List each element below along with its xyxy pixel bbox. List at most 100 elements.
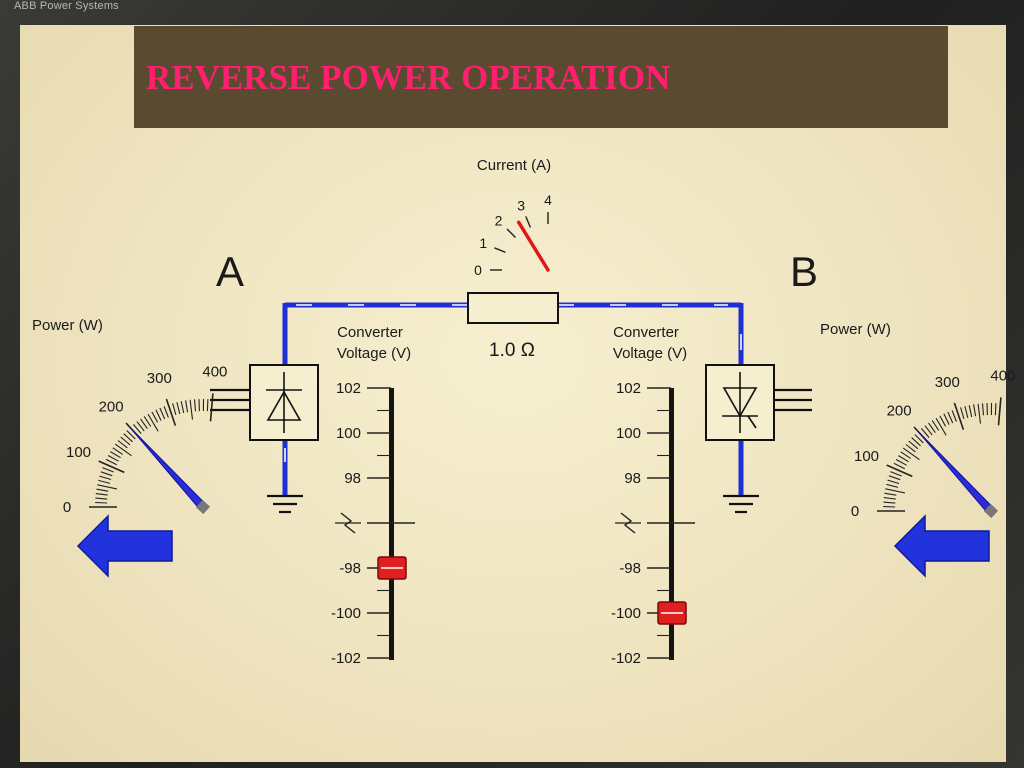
converter-b: [705, 364, 812, 441]
power-meter-a-tick: [102, 467, 114, 473]
power-meter-a-tick: [123, 433, 133, 443]
ground-a-icon: [267, 494, 303, 514]
inverter-icon: [722, 372, 758, 433]
power-meter-a-tick: [126, 430, 136, 440]
power-flow-arrow-a-icon: [76, 514, 173, 578]
power-meter-a-tick: [95, 501, 108, 504]
power-meter-b-tick: [939, 415, 947, 427]
power-meter-b-tick: [973, 404, 977, 417]
power-meter-b-tick: [886, 464, 913, 478]
power-meter-b-tick: [964, 406, 969, 419]
voltage-b-rail: [669, 388, 674, 660]
power-meter-a-tick: [120, 436, 131, 446]
voltage-a-tick-label: -100: [331, 605, 361, 622]
power-meter-a-needle: [129, 427, 207, 511]
power-meter-b-tick: [905, 444, 916, 453]
current-meter-tick-label: 4: [544, 192, 552, 208]
power-meter-b-tick: [977, 403, 982, 424]
power-meter-a-tick: [117, 440, 128, 449]
current-meter-tick: [494, 247, 506, 254]
rectifier-icon: [266, 372, 302, 433]
power-meter-b-tick: [886, 483, 899, 488]
power-meter-b-tick: [928, 422, 936, 434]
power-meter-b-tick: [883, 505, 896, 508]
station-b-label: B: [790, 248, 818, 295]
power-meter-b-tick: [884, 492, 897, 496]
current-meter-tick: [506, 228, 516, 238]
power-meter-b-tick: [943, 413, 950, 425]
power-meter-a-tick: [100, 471, 113, 477]
power-meter-a-tick: [189, 399, 194, 420]
power-meter-b-tick: [994, 403, 997, 416]
power-meter-a-tick: [151, 411, 159, 423]
voltage-scale-b: Converter Voltage (V) 10210098-98-100-10…: [611, 324, 695, 667]
power-meter-b-tick: [947, 411, 954, 424]
power-flow-arrow-b-icon: [893, 514, 990, 578]
voltage-a-tick-label: 98: [344, 470, 361, 487]
voltage-a-tick-label: 102: [336, 380, 361, 397]
slide-title: REVERSE POWER OPERATION: [146, 58, 671, 97]
power-meter-a-tick-label: 100: [66, 444, 91, 461]
power-meter-a-tick: [132, 424, 142, 434]
power-meter-a-tick: [136, 421, 145, 432]
voltage-a-rail: [389, 388, 394, 660]
power-meter-a-tick-label: 300: [147, 370, 172, 387]
power-meter-a-tick: [96, 488, 109, 492]
power-meter-b-tick: [890, 471, 902, 477]
power-meter-a-tick: [147, 413, 159, 432]
power-meter-b-tick: [960, 407, 965, 420]
voltage-a-tick-label: -98: [339, 560, 361, 577]
power-meter-a-tick: [114, 443, 132, 457]
title-bar: REVERSE POWER OPERATION: [134, 26, 948, 128]
simulation-panel: [20, 25, 1006, 762]
converter-a: [210, 364, 319, 441]
power-meter-a-tick: [180, 401, 185, 414]
voltage-b-tick-label: -98: [619, 560, 641, 577]
current-meter-tick-label: 2: [495, 213, 503, 229]
power-meter-a-needle-pivot: [195, 499, 211, 515]
current-meter-tick: [525, 216, 532, 228]
window-title: ABB Power Systems: [14, 0, 119, 12]
power-meter-b-tick: [911, 437, 921, 447]
power-meter-b-tick: [893, 462, 906, 470]
voltage-a-tick-label: -102: [331, 650, 361, 667]
power-meter-a-label: Power (W): [32, 317, 103, 334]
power-meter-b-tick: [920, 428, 930, 438]
power-meter-a-tick: [97, 484, 118, 490]
power-meter-b-tick: [883, 497, 896, 500]
power-meter-b-needle: [917, 431, 995, 515]
power-meter-b-tick: [968, 405, 973, 418]
power-meter-a-tick: [172, 403, 177, 416]
current-meter-needle: [516, 220, 550, 272]
power-meter-b-tick: [931, 420, 940, 431]
power-meter-a-tick: [95, 493, 108, 496]
current-meter-tick-label: 3: [517, 197, 525, 213]
voltage-b-tick-label: 100: [616, 425, 641, 442]
power-meter-a-tick: [140, 418, 148, 430]
power-meter-a-tick: [98, 479, 111, 484]
voltage-scale-a: Converter Voltage (V) 10210098-98-100-10…: [331, 324, 415, 667]
resistor-label: 1.0 Ω: [489, 340, 535, 361]
dc-line: [282, 302, 744, 496]
power-meter-a-tick: [159, 407, 166, 420]
power-meter-b-tick: [898, 455, 909, 463]
power-meter-a-tick: [98, 460, 125, 474]
power-meter-a-tick: [107, 455, 119, 462]
power-meter-a-tick: [209, 393, 214, 422]
power-meter-b-tick: [883, 501, 896, 504]
voltage-a-tick-label: 100: [336, 425, 361, 442]
power-meter-b-tick: [885, 488, 906, 494]
power-meter-b-label: Power (W): [820, 321, 891, 338]
power-meter-a-tick: [163, 406, 169, 418]
power-meter-b-tick: [908, 440, 919, 450]
power-meter-b-tick: [951, 410, 957, 422]
power-meter-b-tick: [924, 425, 933, 436]
power-meter-b-tick: [935, 417, 947, 436]
power-meter-a-tick: [176, 402, 181, 415]
power-meter-b-tick-label: 100: [854, 448, 879, 465]
power-meter-b-tick: [902, 447, 920, 461]
power-meter-b-tick-label: 400: [990, 368, 1015, 385]
